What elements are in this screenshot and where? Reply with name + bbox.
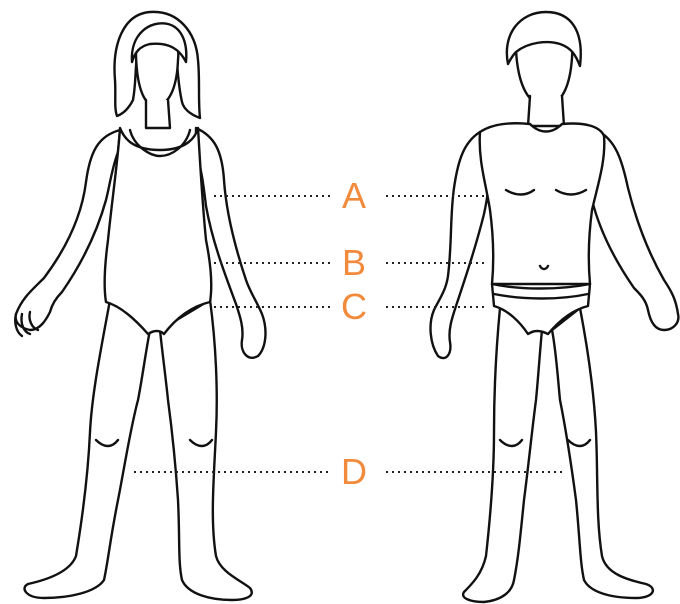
measurement-label-c: C — [334, 289, 374, 325]
girl-neck — [146, 100, 170, 128]
measurement-label-d: D — [334, 454, 374, 490]
measurement-label-a: A — [334, 178, 374, 214]
boy-torso — [480, 123, 605, 284]
girl-left-leg — [25, 300, 150, 598]
girl-swimsuit — [105, 128, 212, 334]
boy-left-leg — [463, 308, 542, 602]
boy-figure-icon — [431, 12, 679, 602]
girl-figure-icon — [15, 12, 265, 600]
girl-right-leg — [160, 300, 252, 600]
boy-neck — [528, 96, 564, 126]
boy-right-leg — [552, 308, 653, 598]
girl-left-arm — [16, 130, 120, 330]
measurement-label-b: B — [334, 245, 374, 281]
